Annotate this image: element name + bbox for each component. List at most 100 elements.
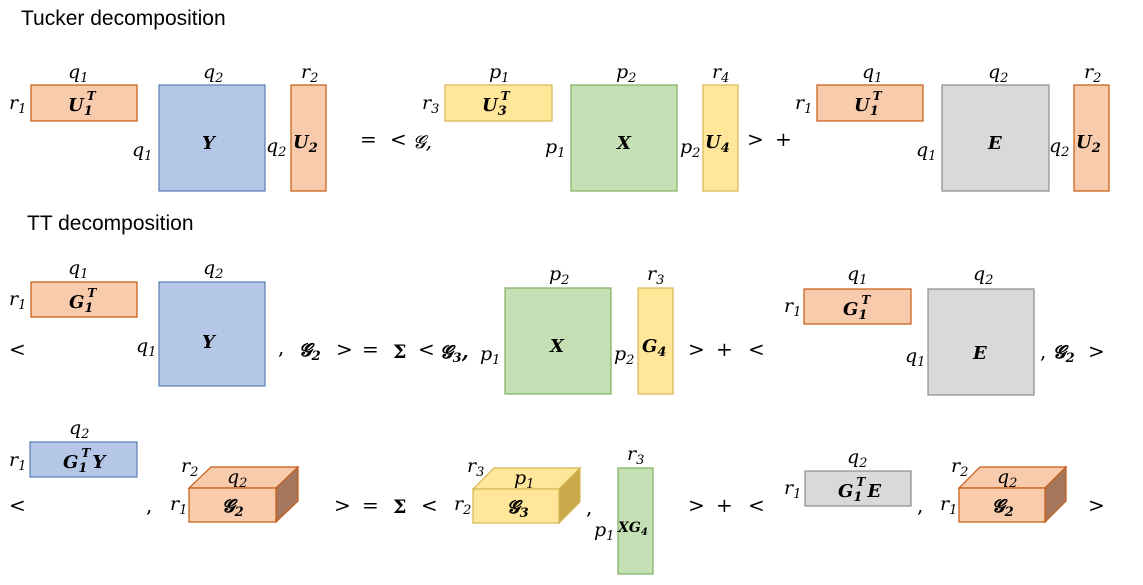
- svg-text:E: E: [972, 343, 987, 364]
- svg-text:U2: U2: [293, 132, 318, 156]
- svg-text:𝓖2: 𝓖2: [222, 496, 244, 520]
- label-q2: q2: [997, 466, 1017, 491]
- label-r2: r2: [951, 455, 968, 480]
- comma: ,: [1040, 339, 1046, 363]
- label-q2: q2: [203, 257, 223, 282]
- y-matrix-tt: Y: [158, 281, 266, 387]
- y-matrix: Y: [158, 84, 266, 192]
- label-p2: p2: [680, 136, 700, 161]
- core-g2: 𝓖2: [299, 340, 321, 364]
- g2-tensor-right: 𝓖2: [957, 465, 1068, 524]
- label-r1: r1: [170, 493, 187, 518]
- label-r3: r3: [627, 443, 644, 468]
- tt-title: TT decomposition: [27, 212, 194, 235]
- label-q1: q1: [136, 335, 156, 360]
- label-p1: p1: [594, 519, 614, 544]
- label-r1: r1: [784, 295, 801, 320]
- angle-close: >: [688, 493, 705, 517]
- svg-text:X: X: [549, 336, 565, 357]
- equals-sign: =: [362, 337, 379, 361]
- plus-sign: +: [775, 127, 792, 151]
- sum-sign: Σ: [393, 496, 406, 518]
- label-r2: r2: [301, 61, 318, 86]
- label-q2: q2: [847, 446, 867, 471]
- label-q2: q2: [203, 61, 223, 86]
- svg-text:G1T: G1T: [69, 286, 97, 316]
- label-p2: p2: [616, 61, 636, 86]
- svg-text:U4: U4: [705, 132, 730, 156]
- xg4-matrix: XG4: [617, 467, 654, 575]
- comma: ,: [917, 493, 923, 517]
- svg-text:XG4: XG4: [617, 520, 648, 538]
- g1t-matrix-left: G1T: [30, 281, 138, 318]
- svg-text:G4: G4: [642, 336, 666, 360]
- label-q2: q2: [227, 466, 247, 491]
- label-r1: r1: [9, 449, 26, 474]
- svg-text:𝓖2: 𝓖2: [992, 496, 1014, 520]
- comma: ,: [278, 335, 284, 359]
- label-p1: p1: [514, 467, 534, 492]
- comma: ,: [146, 493, 152, 517]
- angle-open: <: [9, 493, 26, 517]
- g2-tensor-left: 𝓖2: [187, 465, 300, 524]
- svg-text:U1T: U1T: [68, 89, 97, 119]
- plus-sign: +: [716, 337, 733, 361]
- core-g3: 𝓖3,: [440, 339, 469, 366]
- e-matrix: E: [941, 84, 1050, 192]
- label-r1: r1: [784, 477, 801, 502]
- label-r2: r2: [454, 493, 471, 518]
- label-q1: q1: [862, 61, 882, 86]
- g1t-matrix-right: G1T: [803, 288, 912, 325]
- g4-matrix: G4: [637, 287, 674, 395]
- label-r1: r1: [940, 493, 957, 518]
- u1t-matrix-left: U1T: [30, 84, 138, 122]
- svg-text:Y: Y: [202, 133, 217, 154]
- angle-open: <: [9, 337, 26, 361]
- label-r1: r1: [9, 288, 26, 313]
- g3-tensor: 𝓖3: [471, 466, 582, 525]
- label-r3: r3: [422, 92, 439, 117]
- e-matrix-tt: E: [927, 288, 1035, 396]
- tucker-title: Tucker decomposition: [21, 7, 226, 30]
- sum-sign: Σ: [393, 341, 406, 363]
- svg-text:E: E: [987, 133, 1002, 154]
- angle-open: <: [421, 493, 438, 517]
- label-r4: r4: [712, 61, 729, 86]
- label-q2: q2: [266, 135, 286, 160]
- equals-sign: =: [360, 127, 377, 151]
- label-r2: r2: [181, 455, 198, 480]
- angle-open: <: [390, 127, 407, 151]
- x-matrix-tt: X: [504, 287, 612, 395]
- angle-open: <: [748, 337, 765, 361]
- svg-text:U1T: U1T: [854, 89, 883, 119]
- label-p1: p1: [480, 343, 500, 368]
- angle-open: <: [748, 493, 765, 517]
- label-q1: q1: [132, 139, 152, 164]
- svg-text:Y: Y: [202, 332, 217, 353]
- label-q1: q1: [68, 257, 88, 282]
- label-p2: p2: [549, 263, 569, 288]
- svg-text:U2: U2: [1076, 132, 1101, 156]
- u2-matrix-right: U2: [1073, 84, 1110, 192]
- core-g2: 𝓖2: [1053, 342, 1075, 366]
- label-q1: q1: [68, 61, 88, 86]
- angle-close: >: [1088, 493, 1105, 517]
- label-q1: q1: [847, 263, 867, 288]
- label-p2: p2: [614, 343, 634, 368]
- angle-close: >: [747, 127, 764, 151]
- angle-close: >: [336, 337, 353, 361]
- svg-text:X: X: [616, 133, 632, 154]
- svg-text:U3T: U3T: [482, 89, 511, 119]
- svg-text:G1T: G1T: [843, 293, 871, 323]
- core-g: 𝓖,: [413, 129, 432, 153]
- u4-matrix: U4: [702, 84, 739, 192]
- label-r3: r3: [467, 455, 484, 480]
- label-q2: q2: [69, 417, 89, 442]
- label-q2: q2: [973, 263, 993, 288]
- angle-close: >: [334, 493, 351, 517]
- comma: ,: [586, 495, 592, 519]
